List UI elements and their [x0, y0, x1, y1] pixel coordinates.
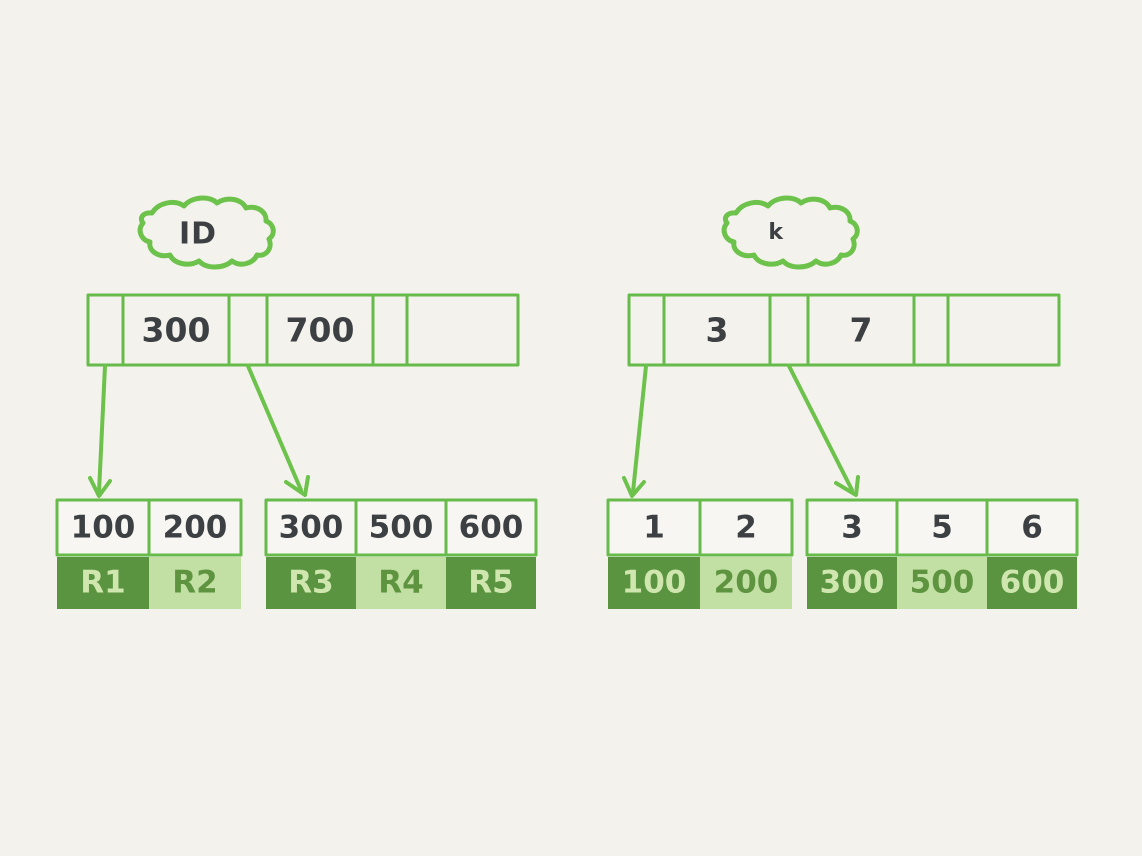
pointer-arrow-secondary-1 [787, 364, 860, 497]
cloud-shape [721, 195, 860, 270]
leaf-node-3: 1 2 100 200 [606, 498, 794, 609]
internal-key-label-0: 300 [142, 311, 211, 350]
leaf-4-key-label-1: 5 [931, 510, 953, 546]
leaf-1-payload-label-1: R2 [172, 565, 217, 601]
tree-primary-index: ID 300 700 [55, 195, 538, 609]
leaf-4-payload-label-2: 600 [1000, 565, 1065, 601]
leaf-4-payload-cell-2[interactable] [987, 557, 1077, 609]
leaf-4-key-cell-0[interactable] [805, 498, 899, 557]
leaf-3-payload-cell-1[interactable] [700, 557, 792, 609]
pointer-arrow-primary-1 [246, 364, 310, 497]
internal-empty-cell-0[interactable] [405, 293, 520, 367]
leaf-2-payload-label-1: R4 [378, 565, 423, 601]
leaf-2-key-label-1: 500 [369, 510, 434, 546]
leaf-1-payload-label-0: R1 [80, 565, 125, 601]
internal-key-label-1: 7 [850, 311, 873, 350]
internal-key-cell-1[interactable] [806, 293, 916, 367]
leaf-2-key-label-0: 300 [279, 510, 344, 546]
pointer-arrow-primary-0 [88, 364, 112, 498]
leaf-3-payload-cell-0[interactable] [608, 557, 700, 609]
tree-secondary-index: k 3 7 [606, 195, 1079, 609]
leaf-3-key-label-0: 1 [643, 510, 665, 546]
internal-pointer-cell-0[interactable] [627, 293, 666, 367]
leaf-2-payload-cell-0[interactable] [266, 557, 356, 609]
pointer-arrow-secondary-0 [622, 364, 648, 498]
leaf-4-payload-label-0: 300 [820, 565, 885, 601]
internal-key-label-0: 3 [706, 311, 729, 350]
internal-key-cell-0[interactable] [662, 293, 772, 367]
leaf-4-key-cell-2[interactable] [985, 498, 1079, 557]
cloud-label-text: ID [179, 217, 217, 252]
cloud-label-k: k [721, 195, 860, 270]
internal-empty-cell-0[interactable] [946, 293, 1061, 367]
cloud-shape [137, 195, 276, 270]
internal-node-secondary: 3 7 [627, 293, 1061, 367]
leaf-3-key-cell-1[interactable] [698, 498, 794, 557]
internal-pointer-cell-2[interactable] [912, 293, 950, 367]
internal-pointer-cell-2[interactable] [371, 293, 409, 367]
leaf-2-payload-label-0: R3 [288, 565, 333, 601]
leaf-3-key-label-1: 2 [735, 510, 757, 546]
leaf-4-payload-label-1: 500 [910, 565, 975, 601]
leaf-node-1: 100 200 R1 R2 [55, 498, 243, 609]
internal-pointer-cell-1[interactable] [227, 293, 269, 367]
internal-pointer-cell-0[interactable] [86, 293, 125, 367]
cloud-label-text: k [768, 220, 784, 245]
leaf-3-payload-label-0: 100 [622, 565, 687, 601]
cloud-label-id: ID [137, 195, 276, 270]
leaf-1-key-cell-1[interactable] [147, 498, 243, 557]
leaf-2-key-cell-1[interactable] [354, 498, 448, 557]
internal-pointer-cell-1[interactable] [768, 293, 810, 367]
leaf-2-key-cell-2[interactable] [444, 498, 538, 557]
leaf-4-payload-cell-0[interactable] [807, 557, 897, 609]
leaf-3-payload-label-1: 200 [714, 565, 779, 601]
leaf-1-payload-cell-0[interactable] [57, 557, 149, 609]
internal-key-label-1: 700 [286, 311, 355, 350]
leaf-node-2: 300 500 600 R3 R4 R5 [264, 498, 538, 609]
internal-node-primary: 300 700 [86, 293, 520, 367]
leaf-2-payload-cell-1[interactable] [356, 557, 446, 609]
leaf-2-key-cell-0[interactable] [264, 498, 358, 557]
leaf-4-key-label-0: 3 [841, 510, 863, 546]
leaf-1-key-label-1: 200 [163, 510, 228, 546]
leaf-2-key-label-2: 600 [459, 510, 524, 546]
leaf-1-payload-cell-1[interactable] [149, 557, 241, 609]
leaf-2-payload-cell-2[interactable] [446, 557, 536, 609]
leaf-node-4: 3 5 6 300 500 600 [805, 498, 1079, 609]
internal-key-cell-1[interactable] [265, 293, 375, 367]
leaf-1-key-label-0: 100 [71, 510, 136, 546]
leaf-4-key-label-2: 6 [1021, 510, 1043, 546]
leaf-2-payload-label-2: R5 [468, 565, 513, 601]
leaf-4-payload-cell-1[interactable] [897, 557, 987, 609]
